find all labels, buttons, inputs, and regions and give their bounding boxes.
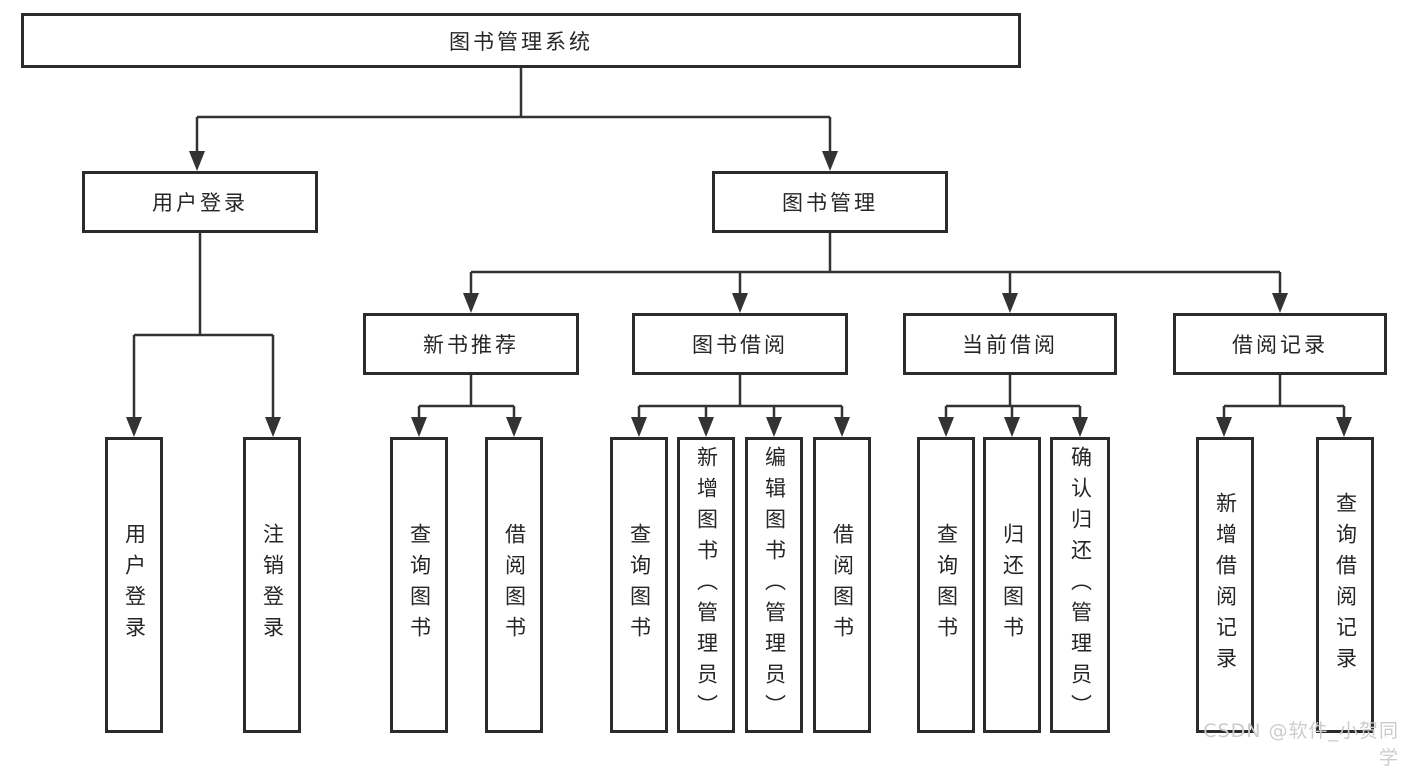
- leaf-borrow-books-recommend-label: 借阅图书: [502, 523, 527, 647]
- leaf-edit-book-admin: 编辑图书（管理员）: [745, 437, 803, 733]
- leaf-return-books-label: 归还图书: [1000, 523, 1025, 647]
- connector-arrowheads: [126, 151, 1352, 437]
- diagram-canvas: 图书管理系统 用户登录 图书管理 新书推荐 图书借阅 当前借阅 借阅记录 用户登…: [21, 13, 1398, 769]
- leaf-query-borrow-record: 查询借阅记录: [1316, 437, 1374, 733]
- leaf-query-borrow-record-label: 查询借阅记录: [1333, 492, 1358, 678]
- leaf-query-books-borrowing-label: 查询图书: [627, 523, 652, 647]
- leaf-query-books-current: 查询图书: [917, 437, 975, 733]
- leaf-logout-label: 注销登录: [260, 523, 285, 647]
- leaf-user-login-label: 用户登录: [122, 523, 147, 647]
- node-user-login: 用户登录: [82, 171, 318, 233]
- node-book-borrowing: 图书借阅: [632, 313, 848, 375]
- leaf-add-borrow-record: 新增借阅记录: [1196, 437, 1254, 733]
- leaf-borrow-books-borrowing: 借阅图书: [813, 437, 871, 733]
- leaf-add-borrow-record-label: 新增借阅记录: [1213, 492, 1238, 678]
- leaf-return-books: 归还图书: [983, 437, 1041, 733]
- leaf-user-login: 用户登录: [105, 437, 163, 733]
- leaf-query-books-recommend-label: 查询图书: [407, 523, 432, 647]
- leaf-add-book-admin-label: 新增图书（管理员）: [694, 445, 719, 725]
- leaf-add-book-admin: 新增图书（管理员）: [677, 437, 735, 733]
- leaf-confirm-return-admin: 确认归还（管理员）: [1050, 437, 1110, 733]
- csdn-watermark: CSDN @软件_小贺同学: [1203, 720, 1399, 769]
- connector-edges: [132, 68, 1346, 418]
- leaf-query-books-borrowing: 查询图书: [610, 437, 668, 733]
- connector-lines: [126, 68, 1352, 437]
- node-current-borrowing: 当前借阅: [903, 313, 1117, 375]
- leaf-query-books-recommend: 查询图书: [390, 437, 448, 733]
- leaf-borrow-books-borrowing-label: 借阅图书: [830, 523, 855, 647]
- leaf-query-books-current-label: 查询图书: [934, 523, 959, 647]
- leaf-confirm-return-admin-label: 确认归还（管理员）: [1068, 445, 1093, 725]
- leaf-edit-book-admin-label: 编辑图书（管理员）: [762, 445, 787, 725]
- node-book-management: 图书管理: [712, 171, 948, 233]
- node-borrowing-records: 借阅记录: [1173, 313, 1387, 375]
- node-new-book-recommendation: 新书推荐: [363, 313, 579, 375]
- leaf-logout: 注销登录: [243, 437, 301, 733]
- leaf-borrow-books-recommend: 借阅图书: [485, 437, 543, 733]
- node-root-system: 图书管理系统: [21, 13, 1021, 68]
